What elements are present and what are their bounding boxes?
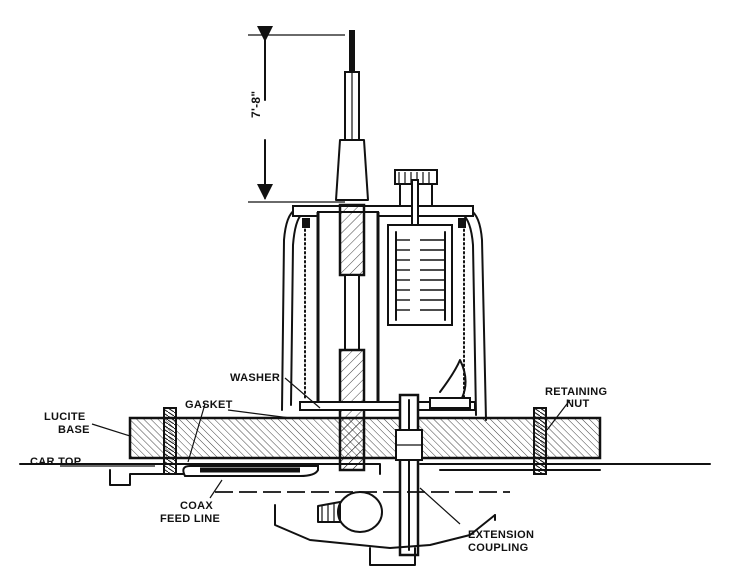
loading-coil-tube bbox=[316, 203, 380, 472]
washer-label: WASHER bbox=[230, 372, 280, 384]
housing-bell bbox=[281, 205, 487, 421]
car-top-label: CAR TOP bbox=[30, 456, 81, 468]
coax-label-line2: FEED LINE bbox=[160, 513, 220, 525]
whip-antenna bbox=[335, 30, 369, 201]
leader-lines bbox=[60, 377, 571, 525]
lucite-base bbox=[128, 416, 602, 471]
coax-feed-line bbox=[182, 465, 319, 477]
gasket-label: GASKET bbox=[185, 399, 233, 411]
height-dimension bbox=[248, 26, 345, 203]
washer-plate bbox=[299, 397, 476, 411]
extension-shaft bbox=[395, 393, 423, 557]
retaining-nut-label-line2: NUT bbox=[566, 398, 590, 410]
lucite-base-label-line1: LUCITE bbox=[44, 411, 86, 423]
car-top bbox=[19, 463, 711, 486]
retaining-nut-label-line1: RETAINING bbox=[545, 386, 607, 398]
extension-coupling-label-line1: EXTENSION bbox=[468, 529, 534, 541]
retaining-bolts bbox=[163, 407, 547, 475]
lucite-base-label-line2: BASE bbox=[58, 424, 90, 436]
dimension-label: 7'-8" bbox=[249, 91, 263, 118]
dome-light-housing bbox=[215, 491, 510, 566]
coax-label-line1: COAX bbox=[180, 500, 213, 512]
extension-coupling-label-line2: COUPLING bbox=[468, 542, 528, 554]
variable-capacitor bbox=[387, 169, 467, 399]
